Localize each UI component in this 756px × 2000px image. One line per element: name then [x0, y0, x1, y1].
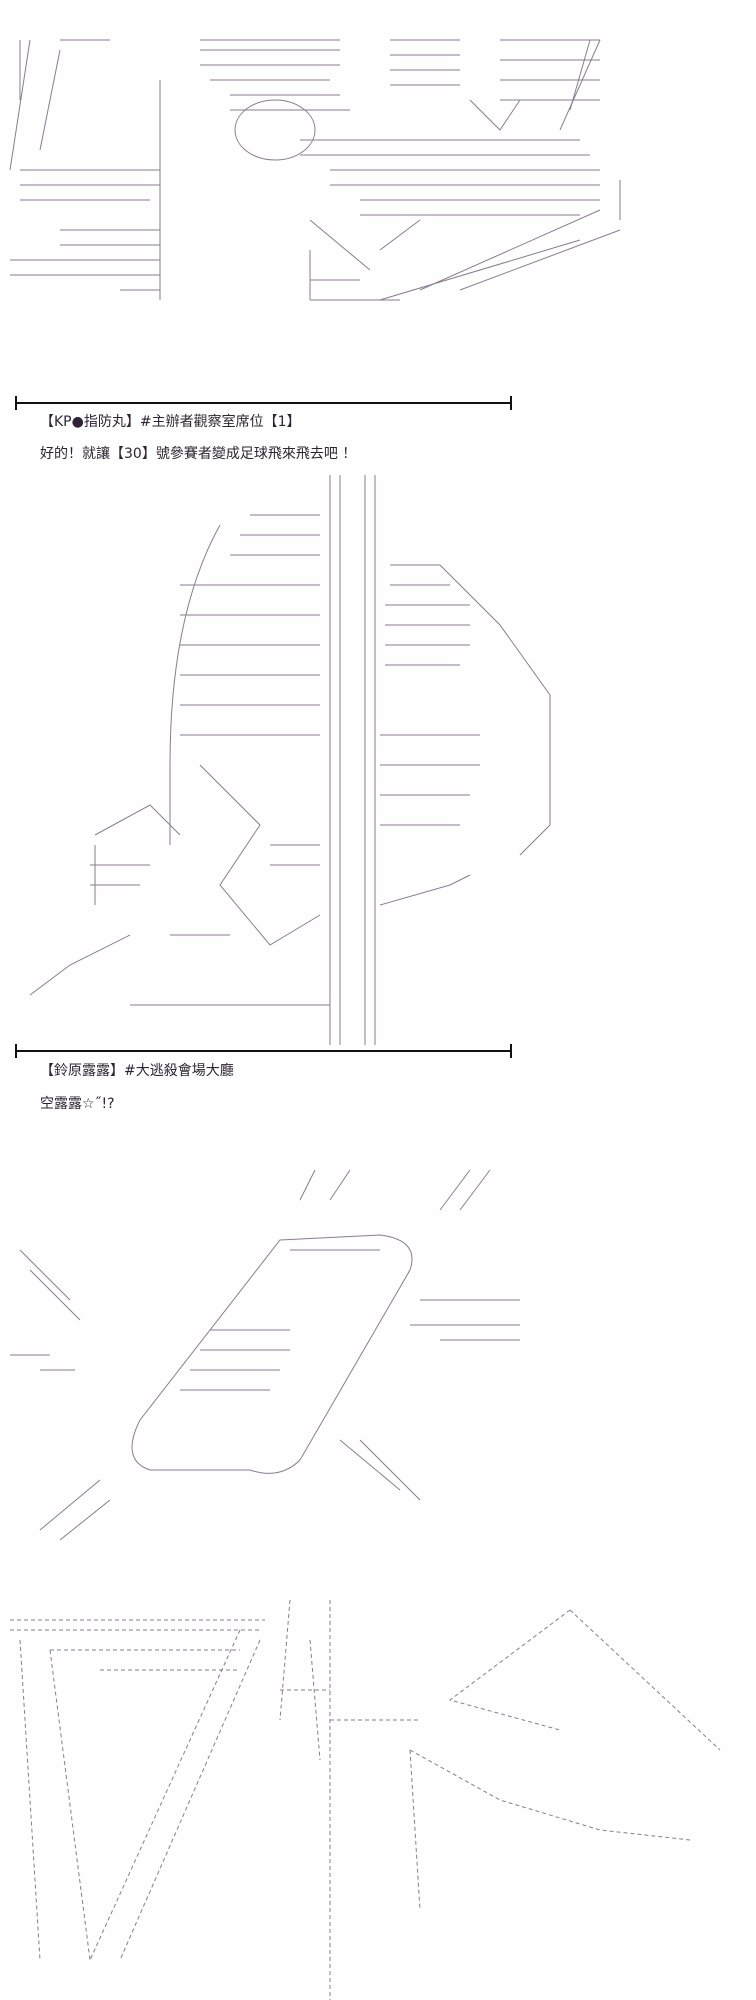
- panel-separator: [15, 396, 512, 410]
- panel-separator: [15, 1044, 512, 1058]
- dialogue-text: 好的！就讓【30】號參賽者變成足球飛來飛去吧 ！: [40, 446, 357, 462]
- speaker-label: 【KP●指防丸】#主辦者觀察室席位【1】: [40, 414, 301, 430]
- ascii-art-panel-4: [0, 1580, 756, 2000]
- ascii-art-panel-2: [0, 465, 756, 1045]
- dialogue-text: 空露露☆˝!?: [40, 1096, 115, 1112]
- ascii-art-panel-1: [0, 20, 756, 380]
- speaker-label: 【鈴原露露】#大逃殺會場大廳: [40, 1063, 234, 1079]
- ascii-art-panel-3: [0, 1160, 756, 1580]
